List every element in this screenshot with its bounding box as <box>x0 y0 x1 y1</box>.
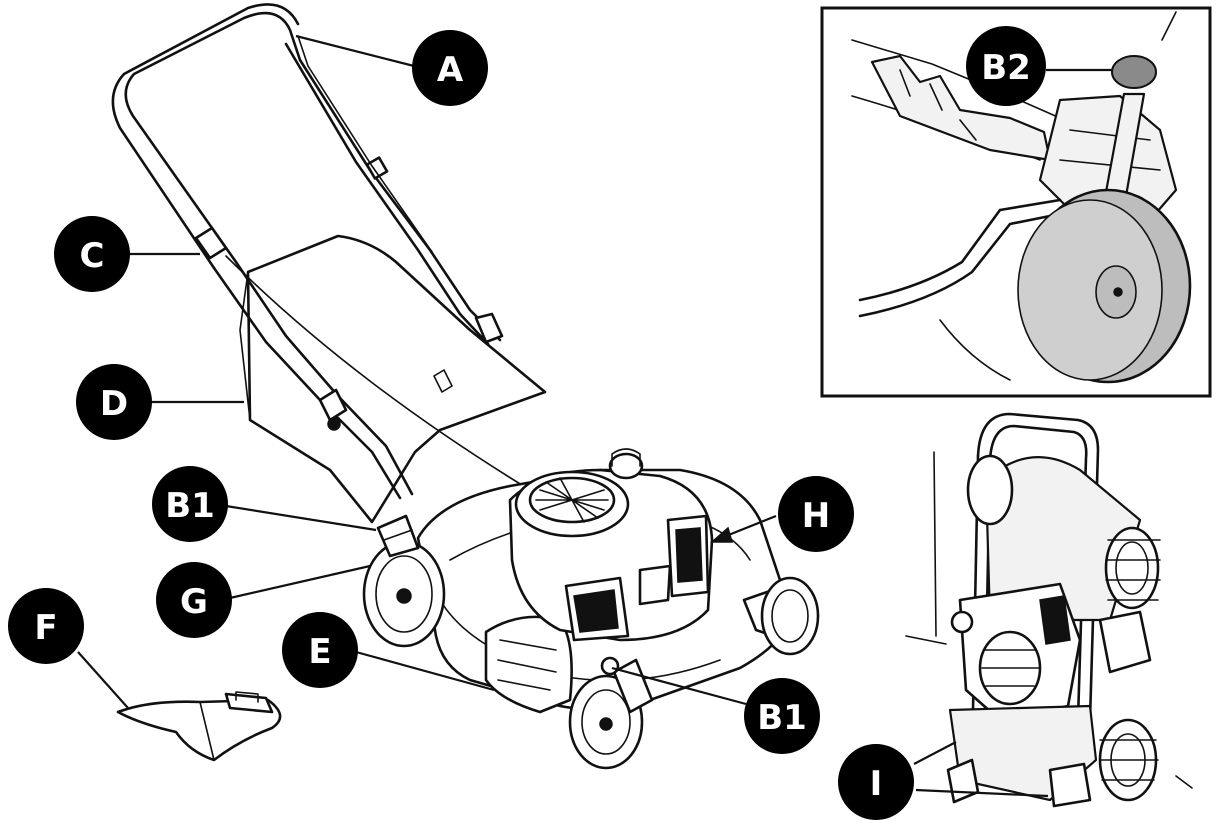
callout-i: I <box>838 744 914 820</box>
mulch-plug-illustration <box>116 691 282 762</box>
callout-b1-rear: B1 <box>152 466 228 542</box>
callout-b2: B2 <box>966 26 1046 106</box>
leader-b1-front <box>611 666 747 706</box>
callout-b2-label: B2 <box>981 48 1031 88</box>
callout-h: H <box>778 476 854 552</box>
callout-e-label: E <box>308 632 331 672</box>
callout-a: A <box>412 30 488 106</box>
rear-wheel <box>362 540 446 648</box>
leader-a <box>295 34 415 68</box>
callout-i-label: I <box>870 764 883 804</box>
leader-h-arrow <box>710 526 733 543</box>
leader-b1-rear <box>225 504 377 532</box>
callout-h-label: H <box>802 496 830 536</box>
grass-catcher-bag <box>246 234 547 524</box>
callout-d: D <box>76 364 152 440</box>
upper-handle <box>124 11 302 264</box>
front-right-wheel <box>760 576 820 656</box>
leader-lines <box>77 34 1112 798</box>
folded-mower-illustration <box>905 412 1193 808</box>
engine <box>508 448 714 642</box>
front-deck-guard <box>484 615 573 714</box>
callout-f: F <box>8 588 84 664</box>
callout-b1-front: B1 <box>744 678 820 754</box>
lever-knob <box>1111 55 1157 89</box>
leader-i-1 <box>913 741 957 765</box>
callout-e: E <box>282 612 358 688</box>
inset-wheel-height-lever <box>820 6 1212 398</box>
main-mower-illustration <box>111 3 820 770</box>
callout-c-label: C <box>80 236 105 276</box>
leader-f <box>77 651 129 709</box>
callout-b1-front-label: B1 <box>757 698 807 738</box>
callout-f-label: F <box>34 608 57 648</box>
callout-c: C <box>54 216 130 292</box>
callout-d-label: D <box>100 384 128 424</box>
callout-b1-rear-label: B1 <box>165 486 215 526</box>
callout-a-label: A <box>437 50 464 90</box>
leader-i-2 <box>915 788 1049 798</box>
leader-g <box>229 564 371 600</box>
callout-g-label: G <box>180 582 208 622</box>
callout-g: G <box>156 562 232 638</box>
leader-e <box>355 650 495 692</box>
